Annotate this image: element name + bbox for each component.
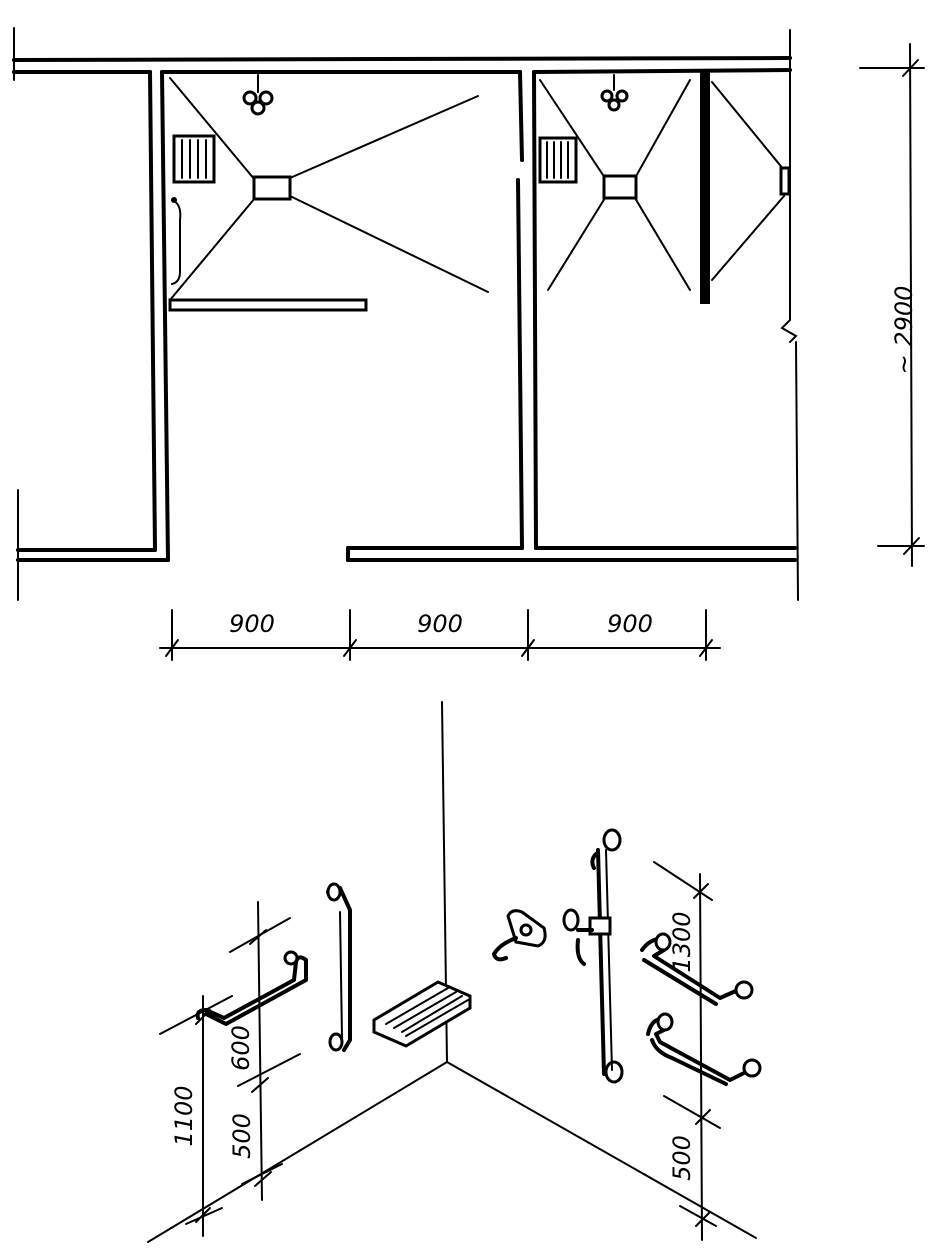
fold-seat-icon — [172, 134, 216, 184]
right-height-dimensions: 1300 500 — [653, 861, 721, 1241]
dim-width-3: 900 — [607, 610, 653, 638]
vertical-grab-bar-icon — [326, 882, 352, 1052]
grab-bar-icon — [171, 197, 182, 285]
shower-head-icon — [600, 74, 629, 112]
slider-bracket — [588, 916, 612, 936]
stall-2 — [538, 72, 791, 304]
dim-left-upper: 600 — [227, 1025, 255, 1071]
dim-left-total: 1100 — [170, 1085, 198, 1146]
dim-width-2: 900 — [417, 610, 463, 638]
wall-elevation: 1100 600 500 1300 500 — [147, 701, 762, 1243]
plan-walls — [12, 27, 799, 601]
dim-width-1: 900 — [229, 610, 275, 638]
shower-curtain — [700, 72, 710, 304]
floor-drain-icon — [602, 174, 638, 200]
plan-depth-dimension: ~ 2900 — [859, 43, 925, 567]
partition-panel — [168, 298, 368, 312]
soap-dish-icon — [492, 909, 547, 962]
dim-left-lower: 500 — [228, 1113, 256, 1159]
shower-riser-icon — [562, 828, 624, 1084]
hand-shower-icon — [562, 908, 580, 932]
fold-seat-icon — [538, 136, 578, 184]
floor-drain-icon — [779, 166, 791, 196]
floor-drain-icon — [252, 175, 292, 201]
folding-seat-icon — [372, 980, 472, 1048]
dim-right-upper: 1300 — [668, 911, 696, 972]
l-grab-bar-icon — [195, 950, 308, 1026]
plan-width-dimension: 900 900 900 — [159, 609, 721, 661]
left-height-dimensions: 1100 600 500 — [159, 901, 301, 1237]
upper-grab-bar-icon — [640, 932, 754, 1006]
shower-head-icon — [242, 74, 274, 116]
lower-grab-bar-icon — [646, 1012, 762, 1086]
stall-1 — [168, 74, 489, 312]
dim-right-lower: 500 — [668, 1135, 696, 1181]
floor-plan: 900 900 900 ~ 2900 — [12, 27, 925, 661]
dim-depth: ~ 2900 — [890, 286, 918, 375]
